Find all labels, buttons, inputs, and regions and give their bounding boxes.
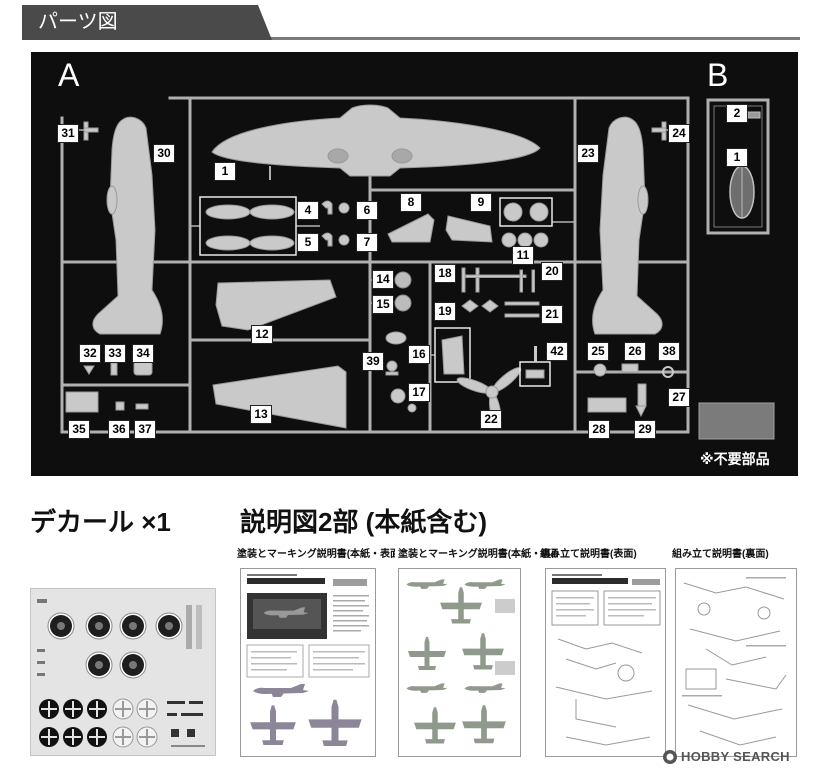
part-number-label-a-28: 28	[588, 420, 610, 439]
sprue-a-letter: A	[58, 57, 80, 93]
part-number-label-a-16: 16	[408, 345, 430, 364]
part-16-seat	[434, 327, 471, 383]
part-24	[651, 121, 667, 141]
part-12	[215, 279, 337, 331]
part-number-label-a-14: 14	[372, 270, 394, 289]
part-small-left-group	[65, 360, 153, 413]
part-number-label-a-37: 37	[134, 420, 156, 439]
manual-thumbnail-2	[398, 568, 521, 757]
part-number-label-a-31: 31	[57, 124, 79, 143]
part-number-label-a-23: 23	[577, 144, 599, 163]
part-39-17	[385, 331, 417, 413]
part-13	[212, 365, 347, 429]
part-number-label-a-26: 26	[624, 342, 646, 361]
decal-sheet-graphic	[37, 599, 205, 748]
part-fuselage-right	[592, 116, 663, 335]
part-number-label-a-29: 29	[634, 420, 656, 439]
part-number-label-a-7: 7	[356, 233, 378, 252]
manual-caption-1: 塗装とマーキング説明書(本紙・表面)	[237, 549, 395, 560]
part-number-label-a-30: 30	[153, 144, 175, 163]
part-wheels-group	[499, 197, 553, 248]
part-number-label-a-15: 15	[372, 295, 394, 314]
part-number-label-a-22: 22	[480, 410, 502, 429]
part-number-label-a-33: 33	[104, 344, 126, 363]
part-number-label-a-5: 5	[297, 233, 319, 252]
part-number-label-a-21: 21	[541, 305, 563, 324]
part-8	[387, 213, 435, 243]
part-number-label-a-39: 39	[362, 352, 384, 371]
part-number-label-a-25: 25	[587, 342, 609, 361]
part-number-label-a-17: 17	[408, 383, 430, 402]
watermark-text: HOBBY SEARCH	[681, 749, 790, 764]
part-number-label-a-18: 18	[434, 264, 456, 283]
part-number-label-a-13: 13	[250, 405, 272, 424]
part-number-label-a-20: 20	[541, 262, 563, 281]
part-number-label-b-1: 1	[726, 148, 748, 167]
part-number-label-a-34: 34	[132, 344, 154, 363]
part-b2	[747, 111, 761, 119]
part-number-label-a-19: 19	[434, 302, 456, 321]
part-number-label-a-36: 36	[108, 420, 130, 439]
part-number-label-a-27: 27	[668, 388, 690, 407]
insignia-row-1	[47, 612, 183, 640]
part-b1-canopy	[729, 165, 755, 219]
header-banner	[22, 5, 800, 40]
part-number-label-a-35: 35	[68, 420, 90, 439]
roundel-rows	[39, 698, 158, 748]
sprue-panel	[31, 52, 798, 476]
part-6-7	[321, 200, 350, 247]
part-number-label-b-2: 2	[726, 104, 748, 123]
section-title: パーツ図	[38, 11, 118, 33]
part-number-label-a-12: 12	[251, 325, 273, 344]
sprue-b-letter: B	[707, 57, 729, 93]
part-fuselage-left	[92, 116, 163, 335]
part-number-label-a-38: 38	[658, 342, 680, 361]
part-14-15	[394, 271, 412, 312]
part-number-label-a-8: 8	[400, 193, 422, 212]
unused-parts-note: ※不要部品	[700, 451, 770, 467]
unused-part-swatch	[698, 402, 775, 440]
part-31	[83, 121, 99, 141]
part-small-right-group	[587, 363, 674, 418]
part-main-wing	[211, 104, 541, 180]
part-number-label-a-42: 42	[546, 342, 568, 361]
decal-title: デカール ×1	[30, 507, 171, 537]
decal-sheet-image	[30, 588, 216, 756]
manual-caption-3: 組み立て説明書(表面)	[540, 549, 637, 560]
sprue-diagram	[60, 96, 775, 440]
part-number-label-a-24: 24	[668, 124, 690, 143]
part-number-label-a-32: 32	[79, 344, 101, 363]
part-struts-18-21	[461, 267, 540, 318]
manual-thumbnail-1	[240, 568, 376, 757]
part-number-label-a-9: 9	[470, 193, 492, 212]
part-42	[519, 346, 551, 387]
part-number-label-a-11: 11	[512, 246, 534, 265]
part-9	[445, 215, 493, 243]
manuals-title: 説明図2部 (本紙含む)	[240, 507, 488, 537]
hobby-search-logo-icon	[663, 750, 677, 764]
manual-thumbnail-4	[675, 568, 797, 757]
part-number-label-a-6: 6	[356, 201, 378, 220]
manual-caption-4: 組み立て説明書(裏面)	[672, 549, 769, 560]
part-drop-tanks-group	[199, 196, 297, 256]
insignia-row-2	[85, 651, 147, 679]
part-number-label-a-1: 1	[214, 162, 236, 181]
manual-caption-2: 塗装とマーキング説明書(本紙・裏面)	[398, 549, 558, 560]
manual-thumbnail-3	[545, 568, 666, 757]
part-number-label-a-4: 4	[297, 201, 319, 220]
